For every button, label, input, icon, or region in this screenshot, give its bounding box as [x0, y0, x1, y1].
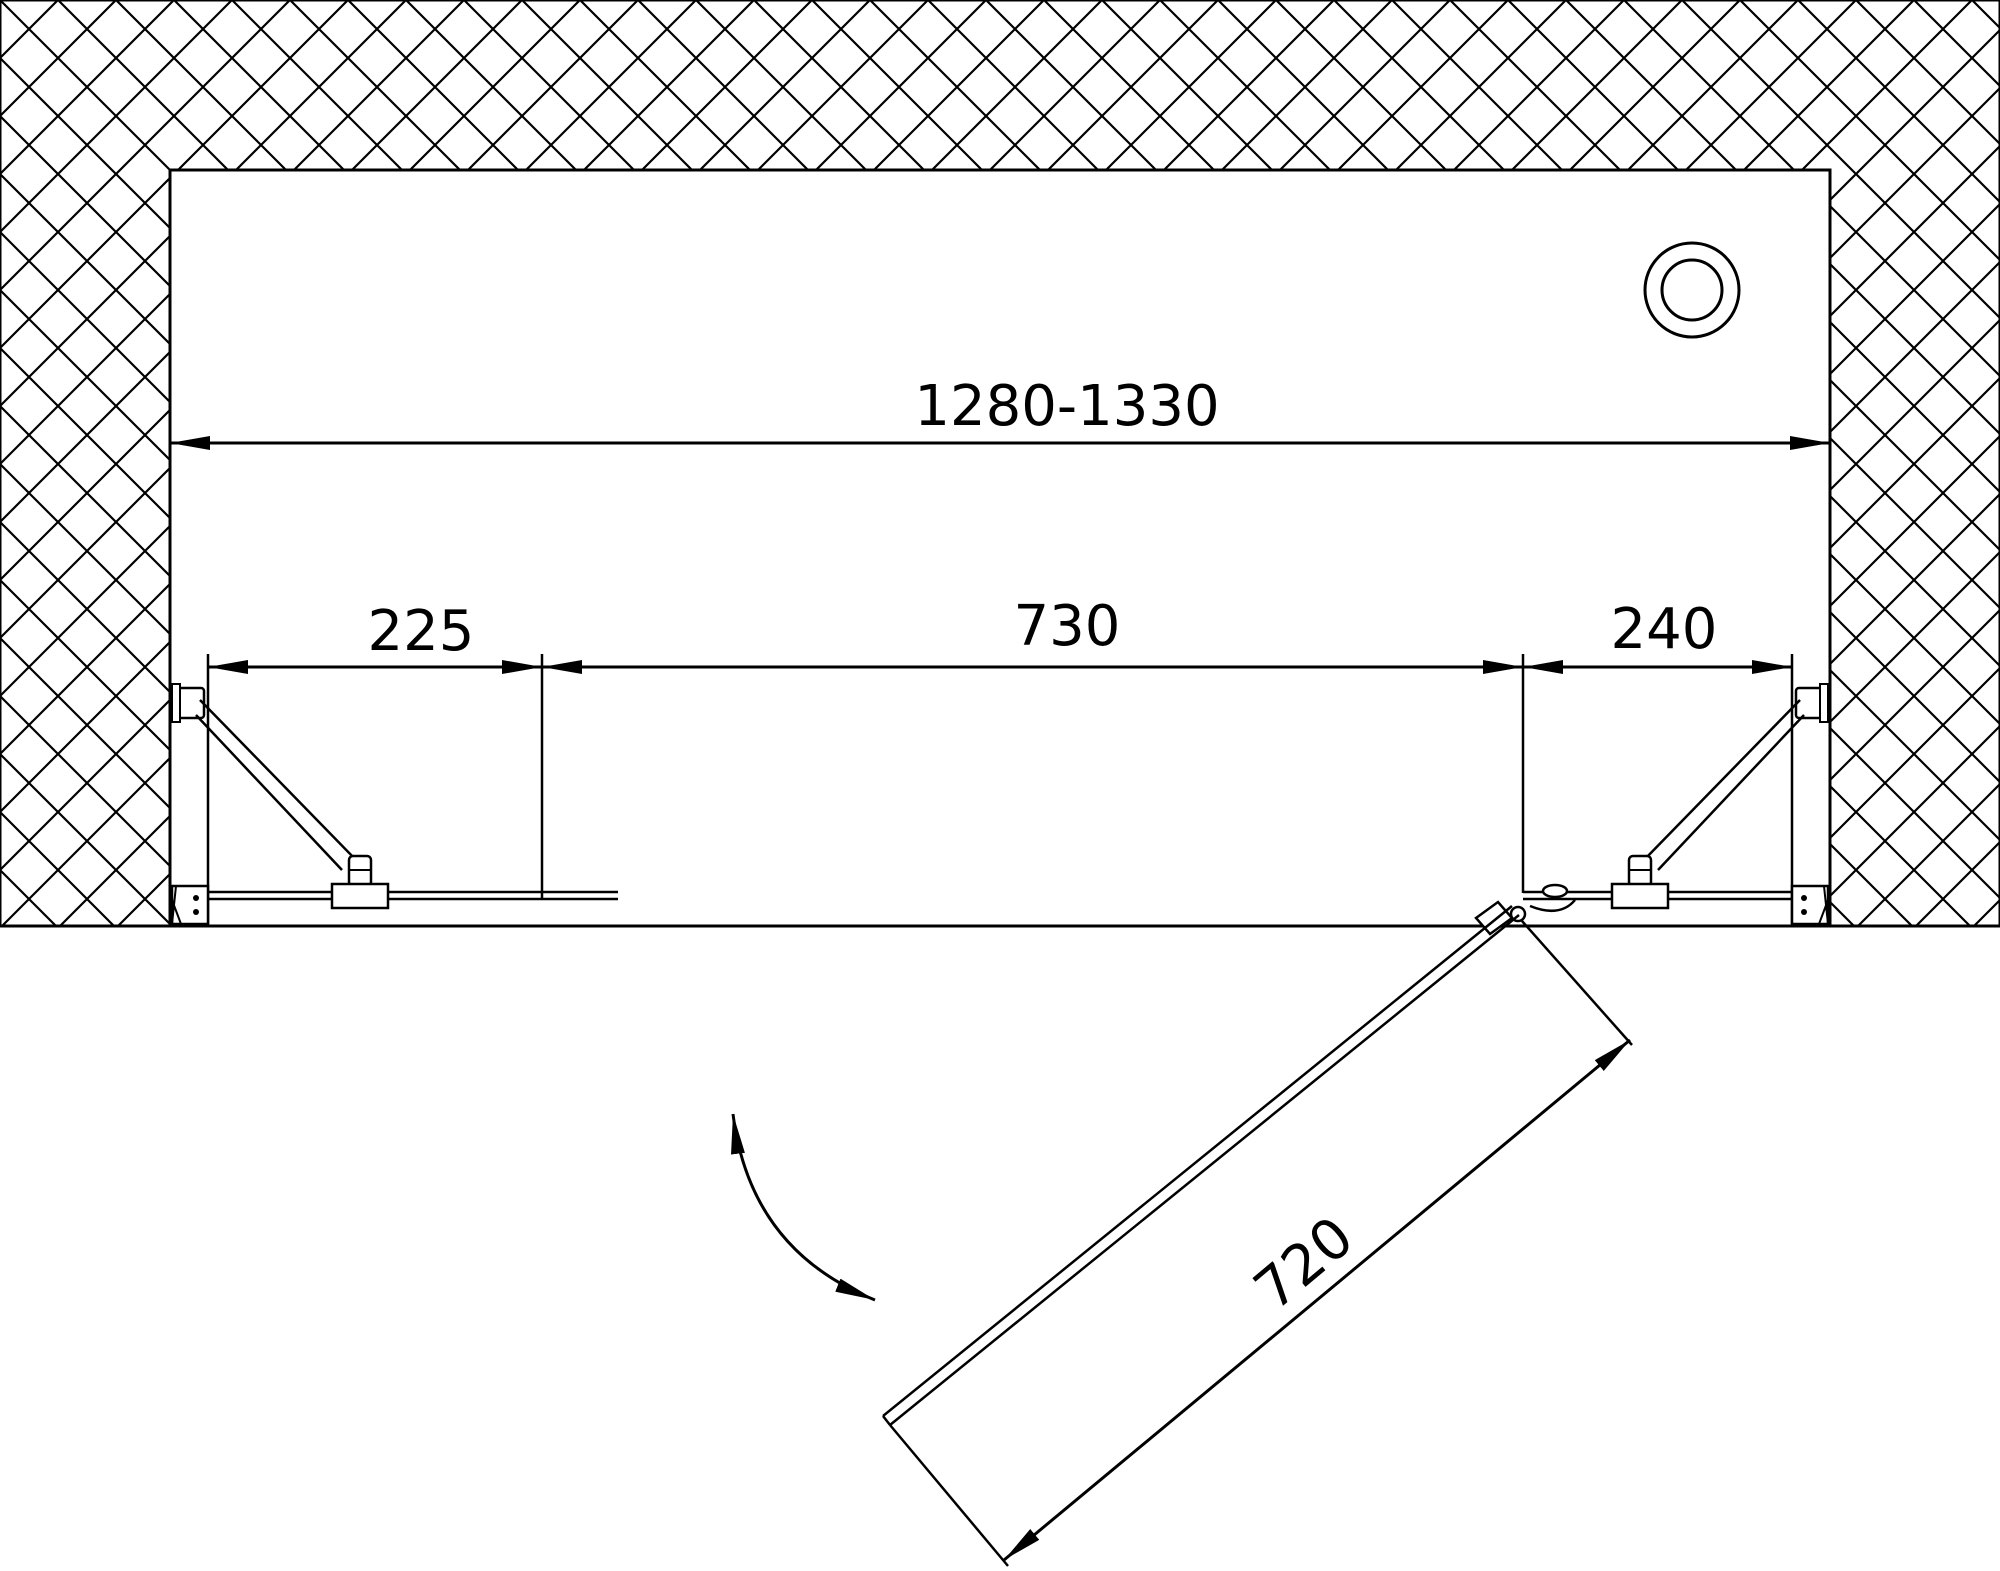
right-panel-label: 240 [1611, 597, 1718, 662]
right-wall-profile [1790, 884, 1830, 926]
drain-icon [1643, 241, 1741, 339]
right-fixed-panel [1523, 683, 1830, 926]
swing-arc-arrow-icon [731, 1113, 876, 1302]
panel-dimension-chain: 225 730 240 [206, 594, 1794, 924]
door-leaf-dimension: 720 [889, 920, 1633, 1567]
door-opening-label: 730 [1014, 594, 1121, 659]
left-panel-label: 225 [368, 599, 475, 664]
overall-width-label: 1280-1330 [914, 374, 1219, 439]
overall-width-dimension: 1280-1330 [170, 374, 1830, 450]
left-wall-profile [170, 884, 210, 926]
door-leaf-label: 720 [1242, 1205, 1366, 1324]
left-stabilizer-bar [199, 699, 357, 861]
right-stabilizer-bar [1643, 699, 1801, 861]
shower-tray-outline [168, 168, 1832, 928]
door-leaf-open [882, 905, 1520, 1426]
left-fixed-panel [170, 683, 618, 926]
